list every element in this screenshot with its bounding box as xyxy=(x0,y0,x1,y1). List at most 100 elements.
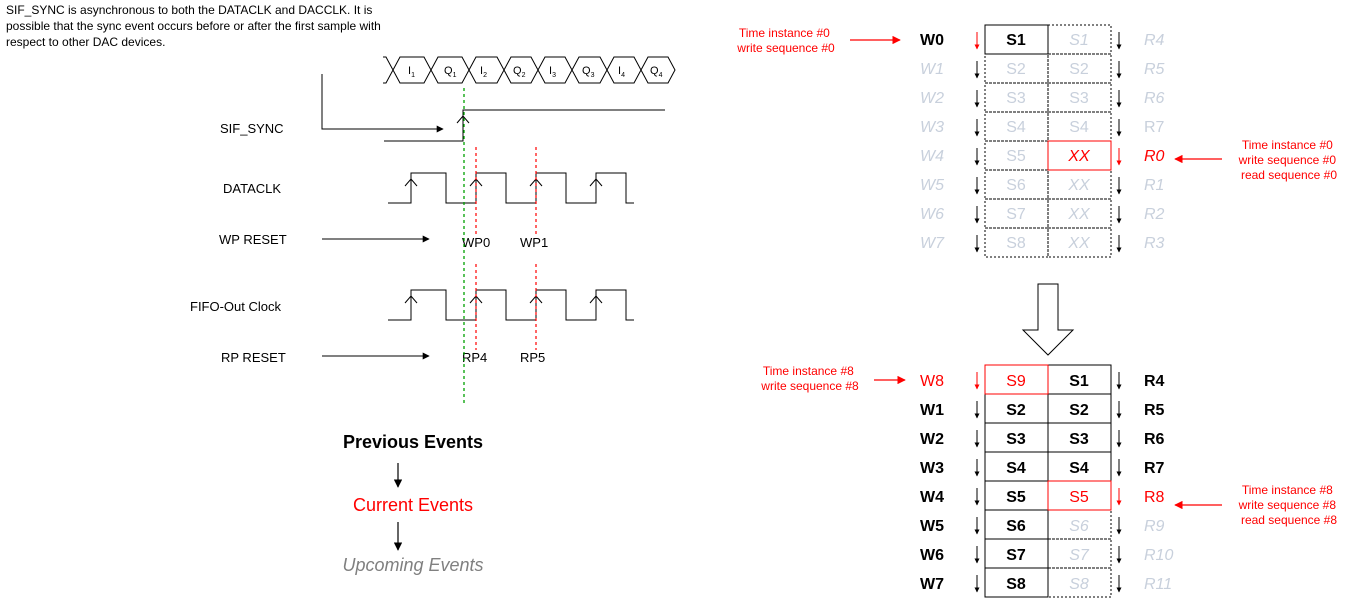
fifo-bottom-w-label: W6 xyxy=(920,547,944,564)
fifo-bottom-w-label: W2 xyxy=(920,431,944,448)
sif-sync-waveform xyxy=(384,109,665,142)
fifo-top-r-label: R4 xyxy=(1144,32,1165,49)
fifo-top-cell: XX xyxy=(1067,206,1091,223)
fifo-bottom-w-label: W7 xyxy=(920,576,944,593)
fifo-bottom-cell: S8 xyxy=(1006,576,1026,593)
wp-reset-label: WP RESET xyxy=(219,232,287,247)
fifo-bottom-write-annotation: Time instance #8 write sequence #8 xyxy=(760,364,859,393)
dataclk-waveform xyxy=(388,172,634,204)
fifo-bottom-cell: S7 xyxy=(1069,547,1090,564)
fifo-top-cell: S7 xyxy=(1006,206,1026,223)
fifo-top-w-label: W3 xyxy=(920,119,944,136)
fifo-out-clock-waveform xyxy=(388,289,634,321)
rp-reset-label: RP RESET xyxy=(221,350,286,365)
fifo-out-clock-label: FIFO-Out Clock xyxy=(190,299,282,314)
fifo-top-r-label: R5 xyxy=(1144,61,1165,78)
fifo-top-w-label: W5 xyxy=(920,177,944,194)
fifo-top-cell: S2 xyxy=(1006,61,1026,78)
fifo-top-cell: XX xyxy=(1067,235,1091,252)
fifo-top: Time instance #0 write sequence #0 Time … xyxy=(736,24,1340,258)
clock-edge-markers xyxy=(475,147,537,350)
fifo-bottom-r-label: R5 xyxy=(1144,402,1165,419)
fifo-top-cell: S2 xyxy=(1069,61,1089,78)
dataclk-label: DATACLK xyxy=(223,181,281,196)
fifo-top-cell: S1 xyxy=(1069,32,1089,49)
fifo-top-cell: S3 xyxy=(1006,90,1026,107)
fifo-bottom-cell: S4 xyxy=(1006,460,1026,477)
fifo-bottom-r-label: R7 xyxy=(1144,460,1165,477)
bus-sample: Q3 xyxy=(582,65,595,79)
fifo-bottom-cell: S3 xyxy=(1006,431,1026,448)
fifo-bottom-cell: S2 xyxy=(1006,402,1026,419)
fifo-top-r-label: R1 xyxy=(1144,177,1164,194)
fifo-top-cell: XX xyxy=(1067,148,1091,165)
sif-sync-edge-arrow xyxy=(456,115,470,124)
fifo-bottom-r-label: R4 xyxy=(1144,373,1165,390)
bus-sample: I4 xyxy=(618,65,625,79)
dataclk-edge-arrows xyxy=(404,178,603,187)
fifo-bottom-cell: S1 xyxy=(1069,373,1089,390)
fifo-bottom-w-label: W8 xyxy=(920,373,944,390)
fifo-top-cell: XX xyxy=(1067,177,1091,194)
fifo-top-read-annotation: Time instance #0 write sequence #0 read … xyxy=(1238,138,1340,182)
fifo-top-cell: S3 xyxy=(1069,90,1089,107)
fifo-bottom-r-label: R9 xyxy=(1144,518,1165,535)
fifo-bottom-r-label: R8 xyxy=(1144,489,1165,506)
fifo-top-cell: S8 xyxy=(1006,235,1026,252)
fifo-top-r-label: R6 xyxy=(1144,90,1165,107)
bus-sample-labels: I1 Q1 I2 Q2 I3 Q3 I4 Q4 xyxy=(408,65,663,79)
data-bus xyxy=(383,56,676,84)
fifo-top-w-label: W1 xyxy=(920,61,944,78)
fifo-bottom-cell: S8 xyxy=(1069,576,1089,593)
fifo-top-cell: S6 xyxy=(1006,177,1026,194)
fifo-top-r-label: R3 xyxy=(1144,235,1165,252)
fifo-top-w-label: W2 xyxy=(920,90,944,107)
legend-current-events: Current Events xyxy=(352,495,474,515)
fifo-bottom-cell: S7 xyxy=(1006,547,1026,564)
fifo-top-w-label: W7 xyxy=(920,235,945,252)
fifo-bottom-read-annotation: Time instance #8 write sequence #8 read … xyxy=(1238,483,1340,527)
fifo-top-w-label: W6 xyxy=(920,206,944,223)
fifo-bottom-cell: S6 xyxy=(1069,518,1089,535)
fifo-top-write-annotation: Time instance #0 write sequence #0 xyxy=(736,26,835,55)
fifo-bottom-r-label: R10 xyxy=(1144,547,1173,564)
fifo-bottom: Time instance #8 write sequence #8 Time … xyxy=(760,364,1340,598)
fifo-bottom-r-label: R6 xyxy=(1144,431,1165,448)
sif-sync-label: SIF_SYNC xyxy=(220,121,284,136)
fifo-bottom-w-label: W1 xyxy=(920,402,944,419)
note-pointer-arrow xyxy=(321,74,444,133)
timing-diagram: I1 Q1 I2 Q2 I3 Q3 I4 Q4 SIF_SYNC DATACLK… xyxy=(190,56,676,405)
legend-previous-events: Previous Events xyxy=(342,432,484,452)
sync-note: SIF_SYNC is asynchronous to both the DAT… xyxy=(6,3,381,49)
fifo-clock-edge-arrows xyxy=(404,295,603,304)
bus-sample: I1 xyxy=(408,65,415,79)
fifo-top-cell: S4 xyxy=(1069,119,1089,136)
fifo-bottom-w-label: W5 xyxy=(920,518,944,535)
fifo-bottom-w-label: W4 xyxy=(920,489,944,506)
fifo-top-r-label: R7 xyxy=(1144,119,1165,136)
rp4-label: RP4 xyxy=(462,350,487,365)
wp0-label: WP0 xyxy=(462,235,490,250)
fifo-bottom-cell: S3 xyxy=(1069,431,1089,448)
transition-arrow xyxy=(1021,283,1075,356)
legend-upcoming-events: Upcoming Events xyxy=(342,555,484,575)
bus-sample: Q1 xyxy=(444,65,457,79)
fifo-bottom-cell: S6 xyxy=(1006,518,1026,535)
fifo-top-w-label: W4 xyxy=(920,148,944,165)
fifo-top-w-label: W0 xyxy=(920,32,944,49)
fifo-top-r-label: R2 xyxy=(1144,206,1165,223)
fifo-bottom-cell: S9 xyxy=(1006,373,1026,390)
fifo-bottom-cell: S2 xyxy=(1069,402,1089,419)
bus-sample: Q4 xyxy=(650,65,663,79)
fifo-bottom-r-label: R11 xyxy=(1144,576,1172,593)
fifo-top-r-label: R0 xyxy=(1144,148,1165,165)
rp5-label: RP5 xyxy=(520,350,545,365)
fifo-top-cell: S1 xyxy=(1006,32,1026,49)
fifo-bottom-cell: S4 xyxy=(1069,460,1089,477)
fifo-bottom-cell: S5 xyxy=(1006,489,1026,506)
fifo-bottom-cell: S5 xyxy=(1069,489,1089,506)
bus-sample: Q2 xyxy=(513,65,526,79)
bus-sample: I3 xyxy=(549,65,556,79)
bus-sample: I2 xyxy=(480,65,487,79)
